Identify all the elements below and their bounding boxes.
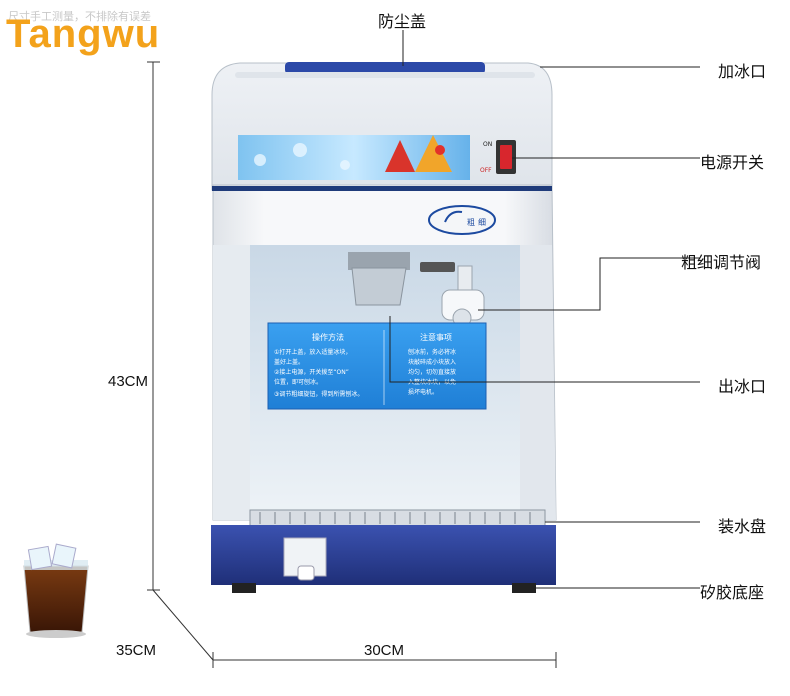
dimension-width: 30CM <box>364 642 405 659</box>
silicone-foot-left <box>232 583 256 593</box>
dial-fine-label: 细 <box>478 217 486 227</box>
switch-on-label: ON <box>483 141 492 148</box>
dial-coarse-label: 粗 <box>467 217 475 227</box>
label-power-switch: 电源开关 <box>700 153 765 172</box>
ice-image-band <box>238 135 470 180</box>
panel-left-title: 操作方法 <box>312 332 344 342</box>
dimension-depth: 35CM <box>116 642 157 659</box>
leader-lines <box>389 30 700 589</box>
panel-left-line: ③调节粗细旋钮，得到所需刨冰。 <box>274 390 363 398</box>
panel-right-line: 损坏电机。 <box>408 388 438 396</box>
label-ice-outlet: 出冰口 <box>718 377 767 396</box>
panel-right-line: 刨冰前，务必将冰 <box>408 348 456 356</box>
machine-base <box>211 525 556 585</box>
switch-off-label: OFF <box>480 167 492 174</box>
instruction-panel: 操作方法 注意事项 ①打开上盖，放入适量冰块， 盖好上盖。 ②接上电源，开关拨至… <box>267 322 487 410</box>
panel-right-line: 均匀，切勿直接放 <box>408 368 456 376</box>
dimension-lines <box>147 61 557 668</box>
power-switch-assembly: ON OFF <box>480 140 516 174</box>
ice-outlet-chute <box>348 252 455 306</box>
label-dust-cover: 防尘盖 <box>378 12 427 31</box>
panel-left-line: 位置，即可刨冰。 <box>274 378 322 386</box>
panel-left-line: ②接上电源，开关拨至“ON” <box>274 368 349 376</box>
dust-cover-lid <box>285 62 485 74</box>
dimension-height: 43CM <box>108 373 149 390</box>
panel-right-line: 块敲碎成小块放入 <box>408 358 456 366</box>
panel-right-title: 注意事项 <box>420 332 452 342</box>
panel-left-line: ①打开上盖，放入适量冰块， <box>274 348 351 356</box>
watermark-text: 尺寸手工测量，不排除有误差 <box>8 10 151 23</box>
water-tray-grate <box>249 509 546 527</box>
brand-logo: Tangwu <box>6 12 161 56</box>
panel-left-lines: ①打开上盖，放入适量冰块， 盖好上盖。 ②接上电源，开关拨至“ON” 位置，即可… <box>274 348 363 398</box>
label-water-tray: 装水盘 <box>718 517 767 536</box>
adjust-dial-badge: 粗 细 <box>428 205 496 235</box>
cola-glass-image <box>23 543 89 638</box>
panel-left-line: 盖好上盖。 <box>274 358 304 366</box>
silicone-foot-right <box>512 583 536 593</box>
label-silicone-base: 矽胶底座 <box>700 583 765 602</box>
label-ice-inlet: 加冰口 <box>718 62 767 81</box>
label-coarse-fine-valve: 粗细调节阀 <box>681 253 762 272</box>
power-switch <box>500 145 512 169</box>
